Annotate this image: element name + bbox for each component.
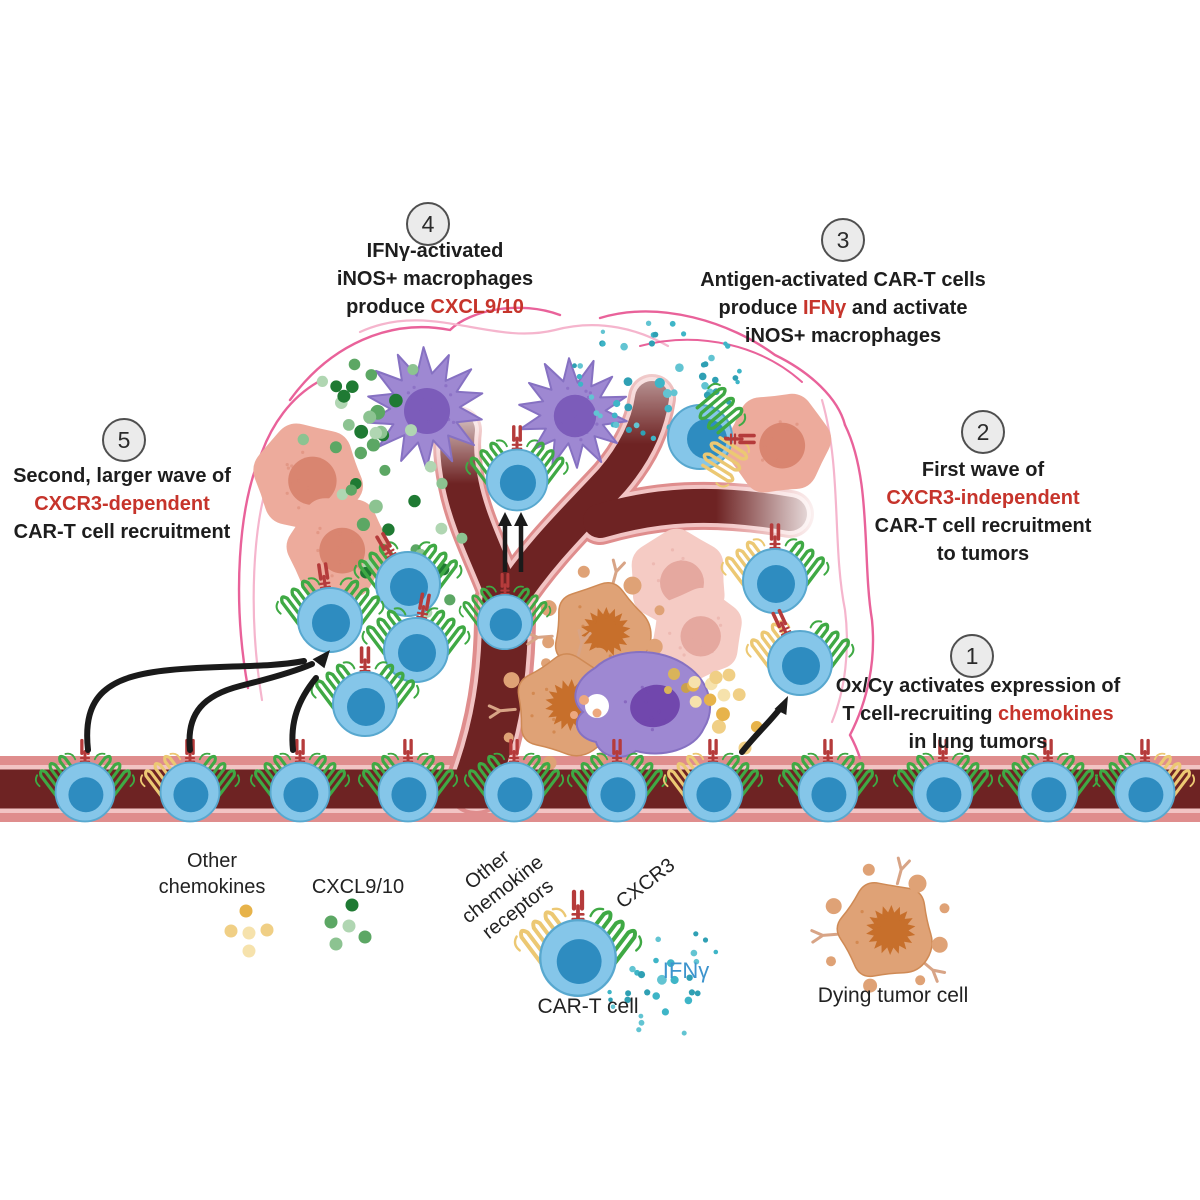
step-text-1: Ox/Cy activates expression ofT cell-recr… (836, 672, 1121, 756)
step-text-5: Second, larger wave ofCXCR3-dependentCAR… (13, 462, 231, 546)
legend-dying-tumor-label: Dying tumor cell (818, 983, 969, 1009)
step-badge-5: 5 (102, 418, 146, 462)
legend-ifng-label: IFNγ (663, 958, 709, 984)
step-text-3: Antigen-activated CAR-T cellsproduce IFN… (700, 266, 986, 350)
step-number-5: 5 (118, 427, 131, 454)
step-text-4: IFNγ-activatediNOS+ macrophagesproduce C… (337, 237, 533, 321)
step-badge-2: 2 (961, 410, 1005, 454)
legend-other-chemokines-line1: Other (159, 848, 266, 874)
legend-cart-cell-label: CAR-T cell (537, 994, 638, 1020)
step-number-4: 4 (422, 211, 435, 238)
step-number-2: 2 (977, 419, 990, 446)
legend-cxcl910-label: CXCL9/10 (312, 874, 404, 900)
legend-other-chemokines-line2: chemokines (159, 874, 266, 900)
step-number-3: 3 (837, 227, 850, 254)
step-text-2: First wave ofCXCR3-independentCAR-T cell… (875, 456, 1092, 568)
step-number-1: 1 (966, 643, 979, 670)
step-badge-3: 3 (821, 218, 865, 262)
legend-other-chemokines-label: Other chemokines (159, 848, 266, 900)
